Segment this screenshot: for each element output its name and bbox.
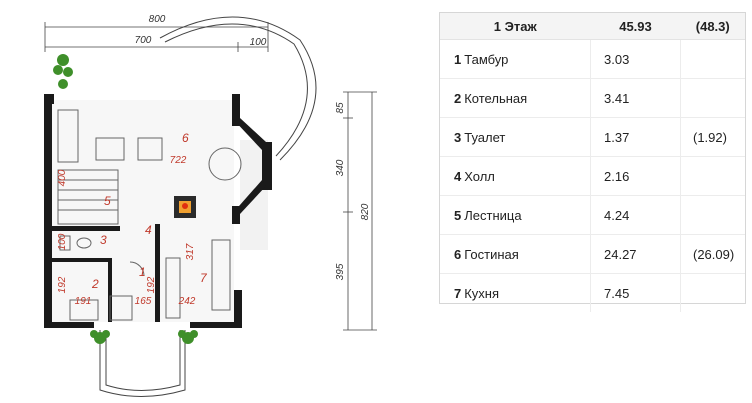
- room-full-area: [680, 39, 745, 79]
- room-name: Лестница: [464, 207, 522, 223]
- room-num: 3: [454, 129, 462, 145]
- room-area: 1.37: [590, 117, 681, 157]
- header-floor: 1 Этаж: [440, 13, 591, 40]
- dim-stair-height: 400: [57, 169, 68, 186]
- room-area: 3.41: [590, 78, 681, 118]
- room-num: 2: [454, 90, 462, 106]
- dim-lower-height: 395: [335, 263, 346, 280]
- dim-total-height: 820: [360, 203, 371, 220]
- room-num: 4: [454, 168, 462, 184]
- dimension-lines: [44, 22, 377, 331]
- plant-icon: [53, 54, 198, 344]
- room-number-1: 1: [139, 265, 146, 279]
- room-name: Тамбур: [464, 51, 509, 67]
- room-area: 3.03: [590, 39, 681, 79]
- room-number-7: 7: [200, 271, 208, 285]
- room-name: Туалет: [464, 129, 506, 145]
- room-number-5: 5: [104, 194, 111, 208]
- room-name: Кухня: [464, 285, 500, 301]
- dim-room1-height: 192: [146, 276, 157, 293]
- room-num: 6: [454, 246, 462, 262]
- dim-kitchen-height: 317: [185, 243, 196, 260]
- floor-plan: 800 700 100 85 340 395 820 722 400 100 1…: [44, 14, 377, 397]
- room-area: 2.16: [590, 156, 681, 196]
- room-num: 7: [454, 285, 462, 301]
- header-area: 45.93: [590, 13, 681, 40]
- dim-total-width: 800: [149, 14, 166, 25]
- room-number-2: 2: [91, 277, 99, 291]
- room-name: Котельная: [464, 90, 528, 106]
- room-area: 24.27: [590, 234, 681, 274]
- room-name: Холл: [464, 168, 495, 184]
- fireplace-icon: [174, 196, 196, 218]
- dim-room2-width: 191: [75, 296, 92, 307]
- room-area: 7.45: [590, 273, 681, 312]
- room-num: 1: [454, 51, 462, 67]
- dim-upper-height: 85: [335, 102, 346, 114]
- dim-wc-height: 100: [57, 233, 68, 250]
- walls: [44, 94, 272, 328]
- room-full-area: (26.09): [680, 234, 745, 274]
- room-area: 4.24: [590, 195, 681, 235]
- interior-details: [57, 109, 242, 321]
- dim-bay-width: 100: [250, 37, 267, 48]
- room-name: Гостиная: [464, 246, 519, 262]
- room-number-3: 3: [100, 233, 107, 247]
- table-header: 1 Этаж 45.93 (48.3): [440, 13, 745, 40]
- room-full-area: [680, 78, 745, 118]
- dim-left-width: 700: [135, 35, 152, 46]
- room-full-area: [680, 156, 745, 196]
- room-full-area: [680, 273, 745, 312]
- dim-room1-width: 165: [135, 296, 152, 307]
- bay-window-outline: [99, 16, 317, 397]
- room-num: 5: [454, 207, 462, 223]
- room-number-6: 6: [182, 131, 189, 145]
- header-full-area: (48.3): [680, 13, 745, 40]
- room-number-4: 4: [145, 223, 152, 237]
- dim-living-width: 722: [170, 155, 187, 166]
- dim-kitchen-width: 242: [178, 296, 196, 307]
- room-full-area: (1.92): [680, 117, 745, 157]
- dim-room2-height: 192: [57, 276, 68, 293]
- dim-middle-height: 340: [335, 159, 346, 176]
- room-full-area: [680, 195, 745, 235]
